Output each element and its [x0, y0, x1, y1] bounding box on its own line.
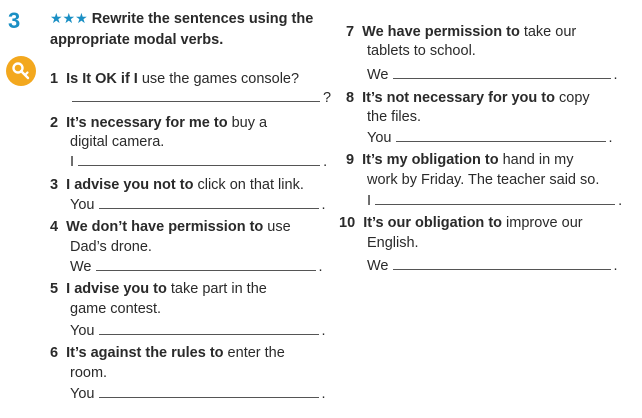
item-4-end-punct: . — [318, 259, 323, 275]
item-8-end-punct: . — [608, 130, 613, 146]
answer-key-badge[interactable] — [6, 56, 36, 86]
item-10-prompt: 10 It’s our obligation to improve our — [339, 213, 583, 234]
item-9-answer-row: I . — [367, 191, 622, 212]
item-5-answer-line[interactable] — [98, 322, 319, 335]
item-6-rest: enter the — [223, 345, 285, 361]
item-8-prompt: 8 It’s not necessary for you to copy — [346, 88, 590, 109]
item-4-answer-start: We — [70, 259, 92, 275]
item-5-key-phrase: I advise you to — [66, 281, 167, 297]
item-3-prompt: 3 I advise you not to click on that link… — [50, 175, 304, 196]
item-9-answer-line[interactable] — [375, 192, 616, 205]
key-icon — [12, 62, 30, 80]
item-7-rest: take our — [519, 24, 577, 40]
item-10-answer-row: We . — [367, 256, 618, 277]
item-6-prompt: 6 It’s against the rules to enter the — [50, 343, 285, 364]
difficulty-stars: ★★★ — [50, 10, 88, 26]
item-9-line2: work by Friday. The teacher said so. — [367, 172, 600, 188]
item-9-rest: hand in my — [498, 152, 574, 168]
item-2-prompt: 2 It’s necessary for me to buy a — [50, 113, 267, 134]
item-8-rest: copy — [554, 90, 590, 106]
item-number: 8 — [346, 90, 355, 106]
item-10-rest: improve our — [502, 215, 583, 231]
item-9-prompt: 9 It’s my obligation to hand in my — [346, 150, 574, 171]
item-number: 1 — [50, 71, 59, 87]
item-7-answer-start: We — [367, 67, 389, 83]
exercise-rubric: ★★★ Rewrite the sentences using the — [50, 10, 313, 27]
item-8-key-phrase: It’s not necessary for you to — [362, 90, 555, 106]
item-6-answer-line[interactable] — [98, 385, 319, 398]
item-2-rest: buy a — [227, 115, 268, 131]
item-7-line2: tablets to school. — [367, 43, 476, 59]
item-4-line2: Dad’s drone. — [70, 239, 152, 255]
item-7-answer-line[interactable] — [392, 66, 611, 79]
item-number: 2 — [50, 115, 59, 131]
item-number: 7 — [346, 24, 355, 40]
item-6-answer-row: You . — [70, 384, 326, 405]
item-2-answer-line[interactable] — [78, 153, 321, 166]
item-2-line2: digital camera. — [70, 134, 165, 150]
item-10-answer-start: We — [367, 258, 389, 274]
item-1-end-punct: ? — [323, 90, 332, 106]
item-6-end-punct: . — [321, 386, 326, 402]
item-9-end-punct: . — [618, 193, 623, 209]
item-number: 6 — [50, 345, 59, 361]
item-7-answer-row: We . — [367, 65, 618, 86]
item-6-line2: room. — [70, 365, 108, 381]
item-number: 9 — [346, 152, 355, 168]
item-1-answer-row: ? — [72, 88, 331, 109]
item-3-answer-start: You — [70, 197, 95, 213]
exercise-number: 3 — [8, 8, 21, 33]
rubric-line-1: Rewrite the sentences using the — [91, 11, 314, 27]
item-8-answer-start: You — [367, 130, 392, 146]
item-8-answer-line[interactable] — [395, 129, 606, 142]
item-number: 3 — [50, 177, 59, 193]
item-5-rest: take part in the — [166, 281, 267, 297]
item-3-answer-row: You . — [70, 195, 326, 216]
rubric-line-2: appropriate modal verbs. — [50, 32, 224, 48]
item-7-end-punct: . — [613, 67, 618, 83]
item-4-prompt: 4 We don’t have permission to use — [50, 217, 291, 238]
item-9-key-phrase: It’s my obligation to — [362, 152, 499, 168]
item-1-answer-line[interactable] — [72, 89, 320, 102]
item-8-answer-row: You . — [367, 128, 613, 149]
item-6-answer-start: You — [70, 386, 95, 402]
item-2-end-punct: . — [323, 154, 328, 170]
item-6-key-phrase: It’s against the rules to — [66, 345, 224, 361]
item-10-end-punct: . — [613, 258, 618, 274]
item-1-rest: use the games console? — [137, 71, 300, 87]
item-number: 5 — [50, 281, 59, 297]
item-5-prompt: 5 I advise you to take part in the — [50, 279, 267, 300]
item-7-key-phrase: We have permission to — [362, 24, 520, 40]
item-3-end-punct: . — [321, 197, 326, 213]
item-3-answer-line[interactable] — [98, 196, 319, 209]
item-10-key-phrase: It’s our obligation to — [363, 215, 503, 231]
item-1-key-phrase: Is It OK if I — [66, 71, 138, 87]
item-3-rest: click on that link. — [193, 177, 304, 193]
item-number: 4 — [50, 219, 59, 235]
item-4-rest: use — [263, 219, 291, 235]
item-4-answer-row: We . — [70, 257, 323, 278]
item-4-answer-line[interactable] — [95, 258, 316, 271]
item-2-key-phrase: It’s necessary for me to — [66, 115, 228, 131]
item-1-prompt: 1 Is It OK if I use the games console? — [50, 69, 299, 90]
item-5-answer-row: You . — [70, 321, 326, 342]
item-5-line2: game contest. — [70, 301, 162, 317]
item-5-end-punct: . — [321, 323, 326, 339]
item-10-answer-line[interactable] — [392, 257, 611, 270]
item-3-key-phrase: I advise you not to — [66, 177, 194, 193]
item-7-prompt: 7 We have permission to take our — [346, 22, 576, 43]
item-2-answer-start: I — [70, 154, 75, 170]
item-5-answer-start: You — [70, 323, 95, 339]
item-10-line2: English. — [367, 235, 419, 251]
item-4-key-phrase: We don’t have permission to — [66, 219, 264, 235]
item-8-line2: the files. — [367, 109, 421, 125]
item-number: 10 — [339, 215, 356, 231]
item-2-answer-row: I . — [70, 152, 327, 173]
item-9-answer-start: I — [367, 193, 372, 209]
